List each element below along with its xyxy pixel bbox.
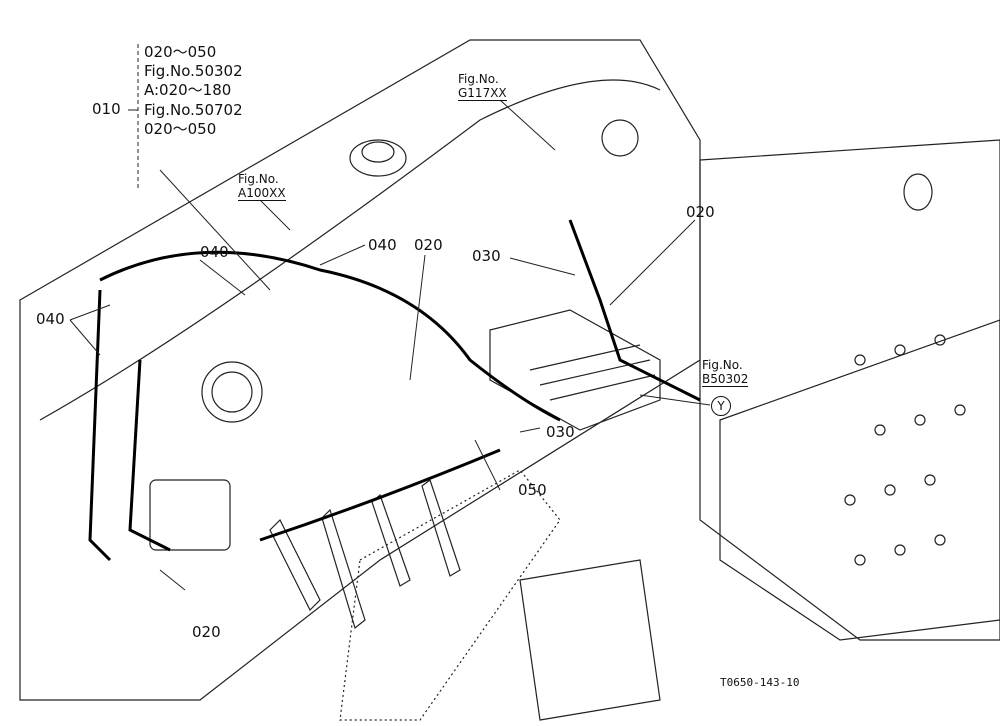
callout-020-c: 020 <box>192 623 221 641</box>
frame-outline <box>699 139 1000 641</box>
fig-a100-label: Fig.No. <box>238 172 279 186</box>
injector-2 <box>321 508 366 630</box>
starter-motor <box>519 559 661 721</box>
fig-b503-ref: Fig.No. B50302 <box>702 358 749 387</box>
callout-040-b: 040 <box>368 236 397 254</box>
throttle-body <box>201 361 263 423</box>
sensor-upper <box>601 119 639 157</box>
callout-040-c: 040 <box>36 310 65 328</box>
drawing-code: T0650-143-10 <box>720 676 800 689</box>
fig-g117-label: Fig.No. <box>458 72 499 86</box>
harness-left <box>88 289 112 562</box>
group-callout: 020～050 Fig.No.50302 A:020～180 Fig.No.50… <box>144 44 243 138</box>
fig-a100-code: A100XX <box>238 186 286 201</box>
fig-g117-code: G117XX <box>458 86 507 101</box>
belt-area <box>339 469 561 721</box>
filler-cap <box>349 139 407 177</box>
connector-y-marker: Y <box>711 396 731 416</box>
group-line-1: 020～050 <box>144 43 217 61</box>
group-ref-label: 010 <box>92 100 121 118</box>
group-line-3: A:020～180 <box>144 81 232 99</box>
engine-cover-outline <box>19 39 701 701</box>
injector-3 <box>371 493 411 587</box>
callout-020-b: 020 <box>686 203 715 221</box>
ecu-box <box>489 309 661 431</box>
group-line-5: 020～050 <box>144 120 217 138</box>
hood-edge <box>39 79 661 421</box>
harness-lower <box>128 359 171 552</box>
injector-1 <box>269 518 321 612</box>
callout-040-a: 040 <box>200 243 229 261</box>
callout-030-b: 030 <box>546 423 575 441</box>
harness-ecu <box>568 219 701 402</box>
injector-4 <box>421 479 461 577</box>
harness-main <box>99 250 561 422</box>
fig-b503-code: B50302 <box>702 372 749 387</box>
harness-injectors <box>259 448 501 542</box>
control-knob <box>903 173 933 211</box>
fuel-pump <box>149 479 231 551</box>
fig-g117-ref: Fig.No. G117XX <box>458 72 507 101</box>
plate-holes <box>844 334 966 566</box>
frame-plate <box>719 319 1000 641</box>
group-line-2: Fig.No.50302 <box>144 62 243 80</box>
fig-a100-ref: Fig.No. A100XX <box>238 172 286 201</box>
fig-b503-label: Fig.No. <box>702 358 743 372</box>
callout-020-a: 020 <box>414 236 443 254</box>
group-line-4: Fig.No.50702 <box>144 101 243 119</box>
callout-030-a: 030 <box>472 247 501 265</box>
callout-050: 050 <box>518 481 547 499</box>
